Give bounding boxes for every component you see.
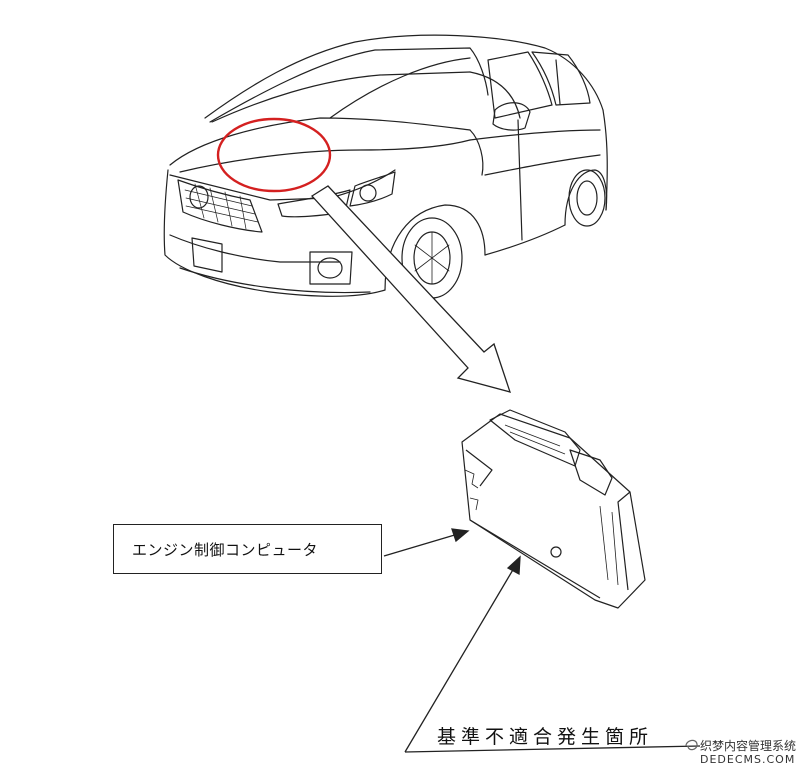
defect-leader-arrow [404, 555, 701, 753]
ecu-label-box: エンジン制御コンピュータ [113, 524, 382, 574]
hollow-arrow [310, 185, 511, 393]
watermark-logo-icon [685, 739, 698, 751]
ecu-illustration [461, 409, 646, 609]
ecu-leader-arrow [383, 528, 470, 557]
ecu-label-text: エンジン制御コンピュータ [132, 540, 319, 559]
watermark-text: 织梦内容管理系统 [700, 739, 797, 753]
highlight-ellipse [216, 117, 332, 193]
car-illustration [163, 34, 608, 299]
defect-location-label: 基準不適合発生箇所 [437, 726, 654, 748]
watermark-domain: DEDECMS.COM [700, 753, 796, 766]
